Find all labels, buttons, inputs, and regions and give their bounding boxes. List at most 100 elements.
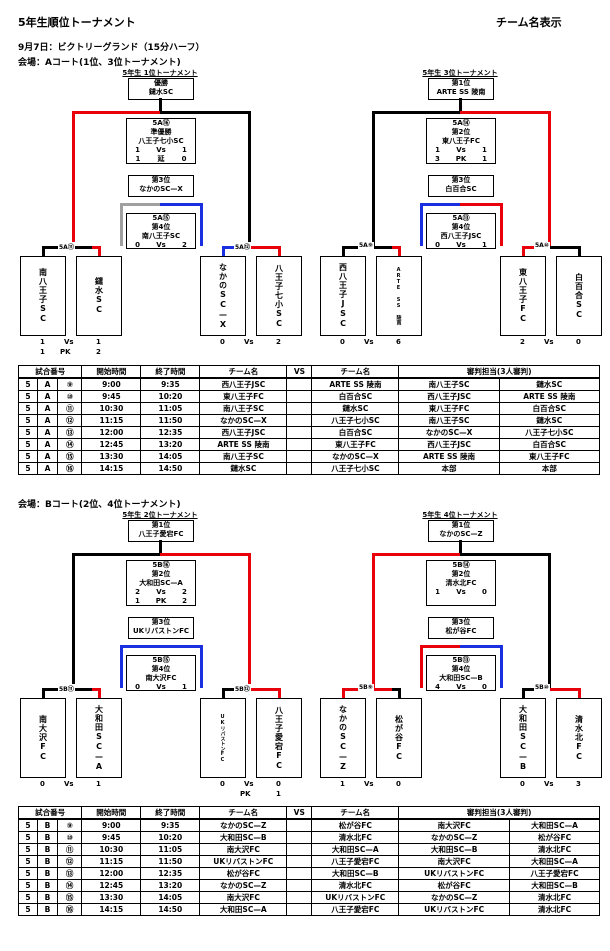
third-line-right [160,203,200,206]
table-cell: 東八王子FC [498,450,601,463]
champion-label: 第1位 [151,521,171,529]
final-code: 5A⑯ [152,119,170,127]
round1-right-code: 5A⑩ [534,242,550,249]
table-header-2: 終了時間 [140,806,201,820]
champion-team: 八王子愛宕FC [138,530,184,538]
table-cell: 5 [18,891,38,904]
table-cell: 5 [18,903,38,916]
table-cell: 12:35 [140,867,201,880]
team-box-1: 鑓水SC [76,256,122,336]
final-score-s1: 2 [135,588,140,596]
table-cell: 11:05 [140,843,201,856]
match2-score-s1: 0 [520,780,525,788]
final-label: 第2位 [451,570,471,578]
table-cell: 東八王子FC [398,402,500,415]
team-box-1: 松が谷FC [376,698,422,778]
table-cell [286,879,313,892]
table-cell: A [36,426,59,439]
champion-label: 第1位 [451,79,471,87]
table-cell: ⑬ [57,426,83,439]
match2-score-vs: Vs [244,338,254,346]
table-header-2: 終了時間 [140,365,201,379]
champion-connector [459,98,462,111]
final-line-right [460,553,548,556]
champion-team: 鑓水SC [148,88,174,96]
table-cell: 大和田SC—B [199,831,288,844]
fourth-score-vs: Vs [156,241,166,249]
table-cell: 松が谷FC [509,831,600,844]
table-cell: ⑫ [57,414,83,427]
table-cell: A [36,438,59,451]
final-vert-left [72,553,75,688]
table-cell: 14:15 [81,903,142,916]
table-cell [286,891,313,904]
third-team: 松が谷FC [445,627,477,635]
fourth-score-s1: 0 [135,241,140,249]
table-cell: 14:05 [140,891,201,904]
table-cell: 大和田SC—B [398,843,511,856]
team-box-1: ARTE SS 陵南 [376,256,422,336]
match1-score-s1: 0 [340,338,345,346]
table-cell: UKリバストンFC [199,855,288,868]
match1-score-s2: 1 [96,780,101,788]
table-cell: 八王子愛宕FC [311,903,400,916]
table-cell: 白百合SC [498,402,601,415]
third-box: 第3位松が谷FC [428,617,494,639]
final-team: 東八王子FC [442,137,480,145]
team-connector-3 [278,246,281,258]
table-cell: 9:35 [140,377,201,391]
match1-score-s1: 1 [340,780,345,788]
team-name-0: 南大沢FC [38,714,48,762]
fourth-team: 西八王子JSC [440,232,482,240]
team-box-2: UKリバストンFC [200,698,246,778]
final-line-right [460,111,548,114]
table-cell: 松が谷FC [199,867,288,880]
table-cell: 白百合SC [311,390,400,403]
table-cell: 大和田SC—B [311,867,400,880]
team-connector-2 [522,688,525,700]
final-pk-p2: 2 [182,597,188,605]
team-name-2: なかのSC—X [218,262,228,330]
fourth-label: 第4位 [151,223,171,231]
fourth-score-s2: 0 [482,683,487,691]
table-cell: 12:00 [81,867,142,880]
table-cell: 南八王子SC [398,414,500,427]
team-connector-0 [42,688,45,700]
table-cell [286,831,313,844]
team-box-3: 八王子七小SC [256,256,302,336]
team-name-3: 八王子愛宕FC [274,705,284,771]
team-name-1: 鑓水SC [94,277,104,315]
final-pk-p2: 1 [482,155,488,163]
match2-score-s2: 0 [276,780,281,788]
table-header-1: 開始時間 [81,365,142,379]
final-score-s1: 1 [135,146,140,154]
final-vert-right [548,111,551,246]
table-cell: 大和田SC—A [199,903,288,916]
table-cell: 5 [18,867,38,880]
table-cell [286,414,313,427]
table-cell: なかのSC—X [199,414,288,427]
table-cell: ⑩ [57,390,83,403]
champion-box: 第1位八王子愛宕FC [128,520,194,542]
table-header-6: 審判担当(3人審判) [398,806,600,820]
table-cell: 14:05 [140,450,201,463]
table-cell: 鑓水SC [311,402,400,415]
table-cell: なかのSC—Z [398,891,511,904]
table-cell: 5 [18,818,38,832]
table-cell: ⑪ [57,402,83,415]
match1-score-p2: 2 [96,348,101,356]
final-pk-p2: 0 [181,155,187,163]
third-vert-left [420,645,423,688]
table-cell: 西八王子JSC [398,390,500,403]
fourth-code: 5B⑮ [152,656,170,664]
final-score-s2: 1 [182,146,187,154]
table-cell [286,390,313,403]
table-cell: 5 [18,855,38,868]
table-cell: 5 [18,450,38,463]
table-cell: B [36,879,59,892]
table-cell: A [36,377,59,391]
